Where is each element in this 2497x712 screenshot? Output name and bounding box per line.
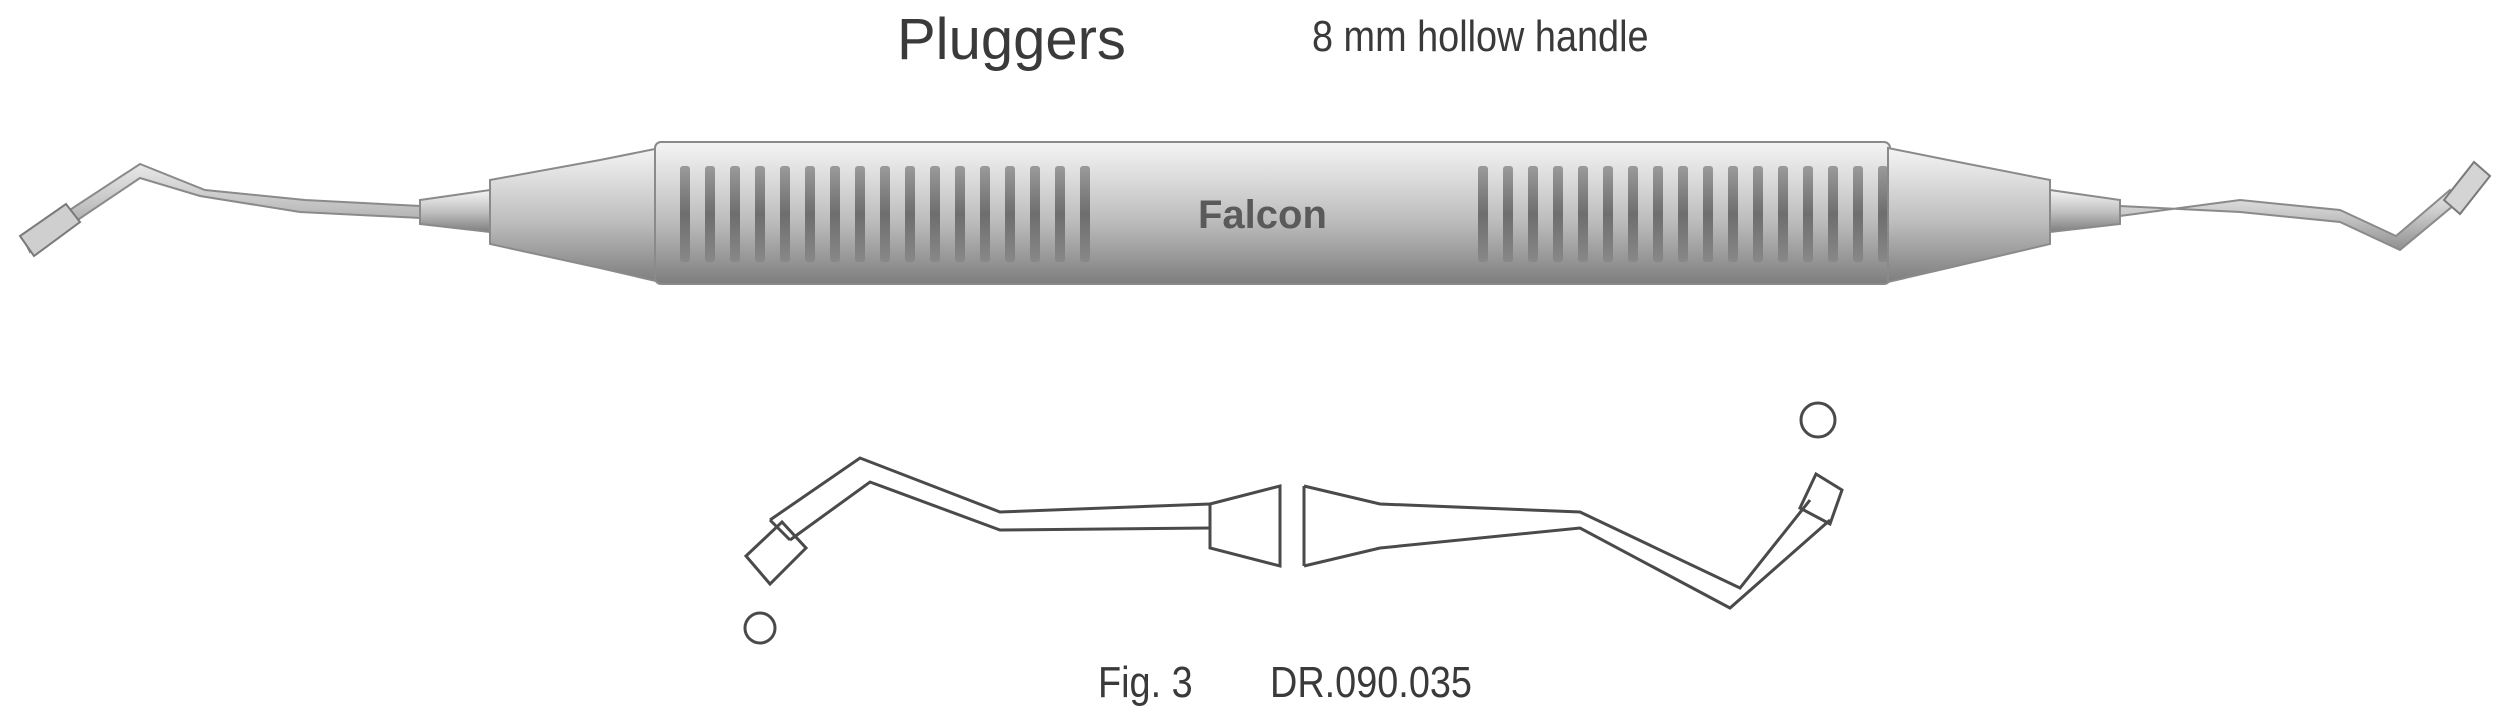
right-neck: [1887, 146, 2121, 284]
right-tip-circle-marker: [1799, 401, 1837, 439]
grip-ring: [955, 166, 965, 262]
figure-label: Fig. 3: [1098, 658, 1193, 707]
right-tip-outline: [1302, 401, 1844, 610]
grip-ring: [730, 166, 740, 262]
page-title: Pluggers: [897, 7, 1126, 72]
left-tip-circle-marker: [743, 611, 777, 645]
left-tip-outline: [743, 456, 1282, 645]
grip-ring: [1878, 166, 1888, 262]
grip-ring: [1703, 166, 1713, 262]
grip-ring: [905, 166, 915, 262]
grip-ring: [1528, 166, 1538, 262]
grip-ring: [1828, 166, 1838, 262]
grip-ring: [780, 166, 790, 262]
left-grip-rings: [680, 166, 1090, 262]
grip-ring: [1753, 166, 1763, 262]
grip-ring: [1603, 166, 1613, 262]
grip-ring: [1778, 166, 1788, 262]
grip-ring: [980, 166, 990, 262]
grip-ring: [1005, 166, 1015, 262]
grip-ring: [1478, 166, 1488, 262]
grip-ring: [1853, 166, 1863, 262]
product-code: DR.090.035: [1270, 658, 1472, 707]
right-grip-rings: [1478, 166, 1888, 262]
grip-ring: [1678, 166, 1688, 262]
grip-ring: [680, 166, 690, 262]
grip-ring: [1055, 166, 1065, 262]
grip-ring: [1628, 166, 1638, 262]
grip-ring: [880, 166, 890, 262]
grip-ring: [805, 166, 815, 262]
handle-description: 8 mm hollow handle: [1312, 12, 1649, 61]
brand-logo: Falcon: [1198, 193, 1327, 237]
grip-ring: [705, 166, 715, 262]
grip-ring: [855, 166, 865, 262]
grip-ring: [1503, 166, 1513, 262]
right-working-tip: [2119, 160, 2492, 252]
grip-ring: [930, 166, 940, 262]
grip-ring: [1030, 166, 1040, 262]
grip-ring: [1803, 166, 1813, 262]
grip-ring: [1080, 166, 1090, 262]
grip-ring: [1653, 166, 1663, 262]
grip-ring: [1728, 166, 1738, 262]
grip-ring: [830, 166, 840, 262]
left-neck: [419, 146, 661, 284]
grip-ring: [1553, 166, 1563, 262]
grip-ring: [1578, 166, 1588, 262]
grip-ring: [755, 166, 765, 262]
